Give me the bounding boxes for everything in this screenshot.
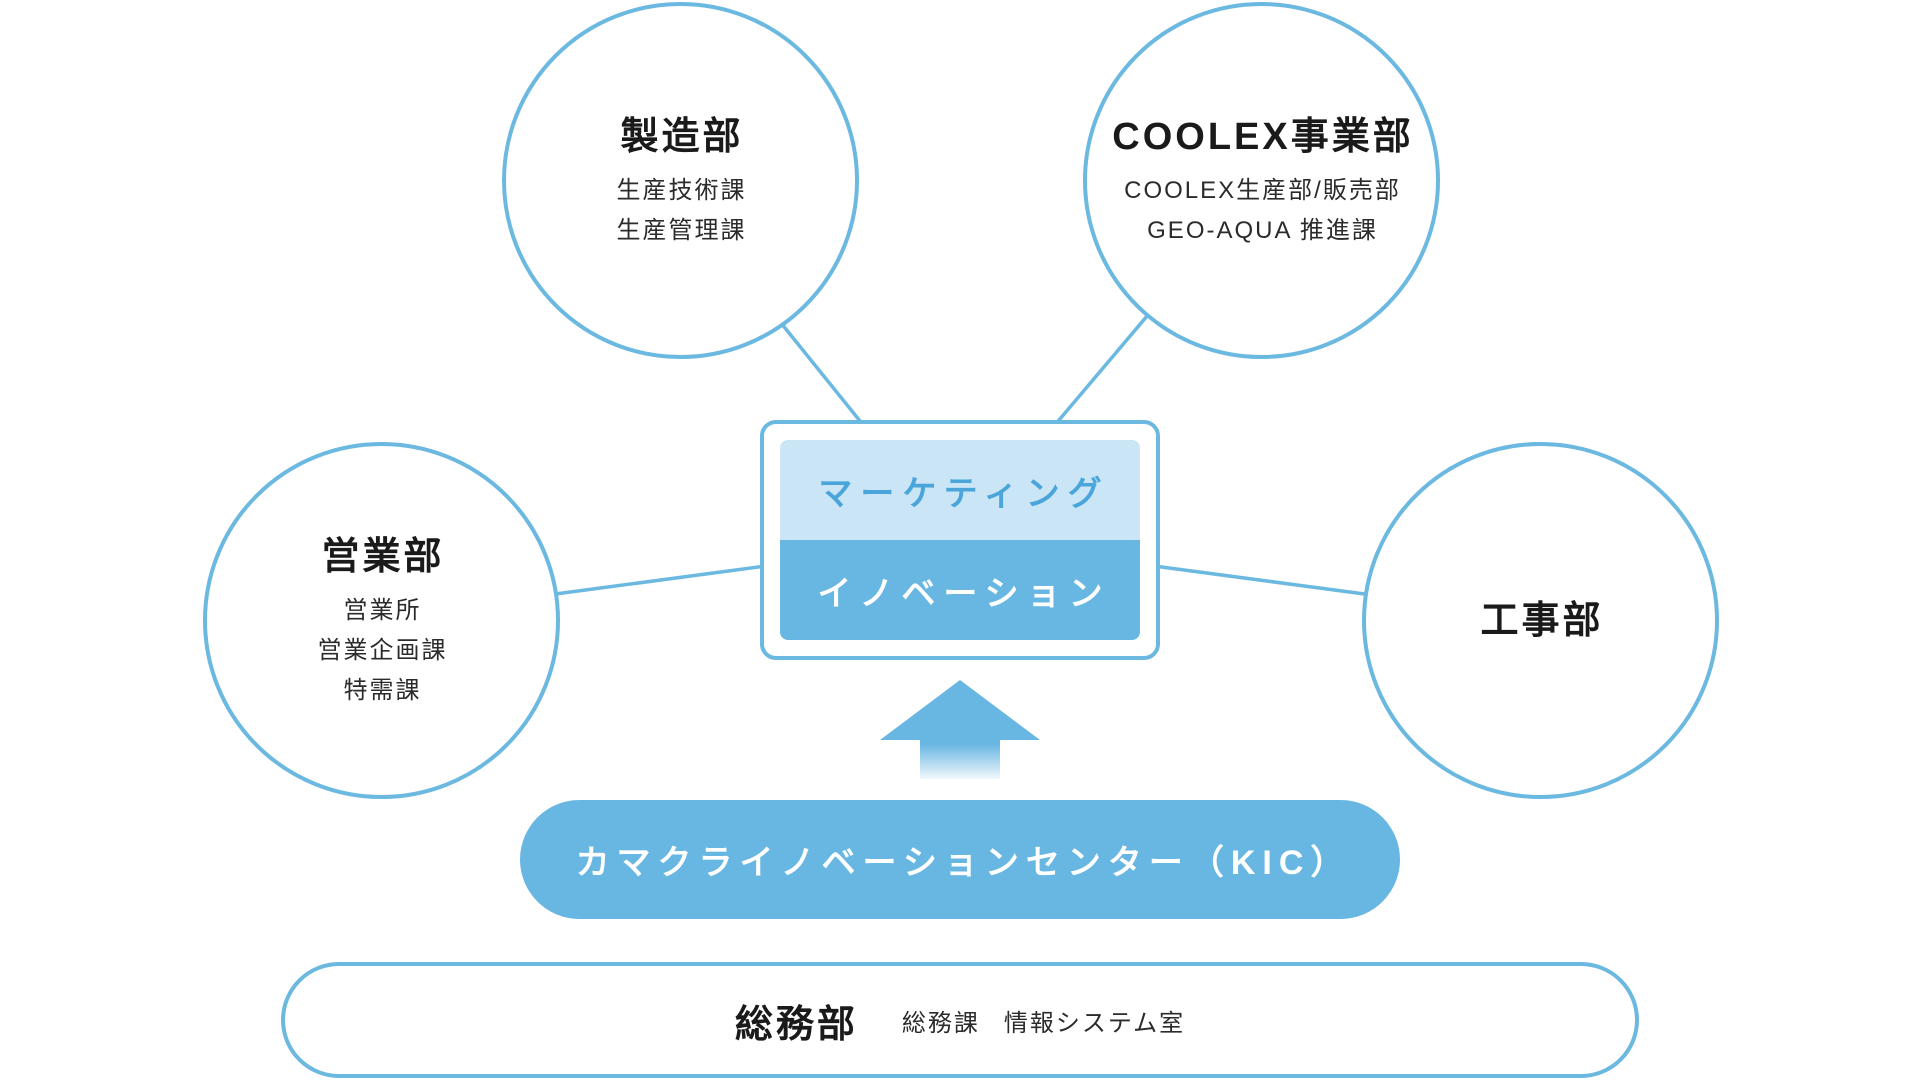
kic-label: カマクライノベーションセンター（KIC）: [575, 844, 1352, 882]
hub-marketing-label: マーケティング: [780, 440, 1140, 540]
department-circle-coolex: COOLEX事業部 COOLEX生産部/販売部 GEO-AQUA 推進課: [1083, 2, 1440, 359]
department-title: 営業部: [321, 535, 445, 578]
connector-line-manufacturing: [775, 316, 866, 428]
hub-inner-panel: マーケティング イノベーション: [780, 440, 1140, 640]
general-affairs-pill: 総務部 総務課 情報システム室: [281, 962, 1639, 1078]
department-section: 営業企画課: [317, 636, 448, 664]
department-circle-manufacturing: 製造部 生産技術課 生産管理課: [502, 2, 859, 359]
department-section: 生産管理課: [616, 216, 747, 244]
general-affairs-section: 情報システム室: [1003, 1009, 1186, 1037]
department-section: 特需課: [343, 676, 422, 704]
department-section: COOLEX生産部/販売部: [1124, 176, 1401, 204]
arrow-head: [880, 680, 1040, 740]
department-section: GEO-AQUA 推進課: [1147, 216, 1378, 244]
hub-box: マーケティング イノベーション: [760, 420, 1160, 660]
department-section: 営業所: [343, 596, 422, 624]
department-section: 生産技術課: [616, 176, 747, 204]
connector-line-construction: [1153, 564, 1373, 597]
connector-line-coolex: [1052, 307, 1155, 428]
general-affairs-title: 総務部: [734, 1003, 858, 1046]
connector-line-sales: [547, 564, 767, 597]
kic-pill: カマクライノベーションセンター（KIC）: [520, 800, 1400, 919]
arrow-up-icon: [880, 680, 1040, 779]
arrow-shaft: [920, 739, 1000, 779]
hub-innovation-label: イノベーション: [780, 540, 1140, 640]
department-circle-sales: 営業部 営業所 営業企画課 特需課: [203, 442, 560, 799]
department-title: 工事部: [1480, 599, 1604, 642]
department-title: COOLEX事業部: [1112, 115, 1414, 158]
department-circle-construction: 工事部: [1362, 442, 1719, 799]
general-affairs-section: 総務課: [901, 1009, 980, 1037]
department-title: 製造部: [620, 115, 744, 158]
